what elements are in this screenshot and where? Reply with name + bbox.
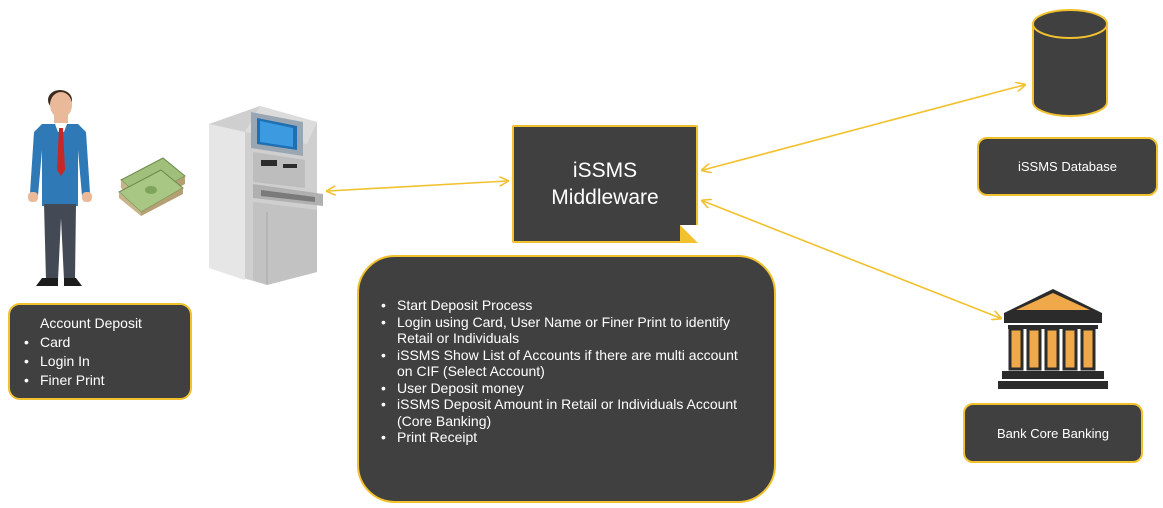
database-icon [1032, 9, 1108, 117]
bank-icon [998, 289, 1108, 389]
atm-icon [209, 106, 323, 285]
database-label-box: iSSMS Database [977, 137, 1158, 196]
middleware-title-line1: iSSMS [572, 159, 638, 182]
account-deposit-box: Account Deposit Card Login In Finer Prin… [8, 303, 192, 400]
bank-label: Bank Core Banking [996, 425, 1109, 441]
list-item: Print Receipt [379, 429, 754, 446]
bank-label-box: Bank Core Banking [963, 403, 1143, 463]
account-deposit-title: Account Deposit [40, 315, 142, 331]
person-icon [28, 90, 92, 286]
list-item: Start Deposit Process [379, 297, 754, 314]
list-item: Login using Card, User Name or Finer Pri… [379, 314, 754, 347]
list-item: iSSMS Show List of Accounts if there are… [379, 347, 754, 380]
process-steps-list: Start Deposit Process Login using Card, … [379, 297, 754, 446]
folded-corner [680, 225, 698, 243]
middleware-box: iSSMS Middleware [512, 125, 698, 243]
cash-icon [118, 157, 186, 216]
middleware-bank-arrow [703, 201, 1000, 318]
list-item: Card [22, 333, 180, 352]
list-item: Login In [22, 352, 180, 371]
list-item: User Deposit money [379, 380, 754, 397]
middleware-database-arrow [703, 85, 1024, 170]
list-item: iSSMS Deposit Amount in Retail or Indivi… [379, 396, 754, 429]
database-label: iSSMS Database [1018, 159, 1117, 174]
account-deposit-list: Card Login In Finer Print [22, 333, 180, 390]
middleware-title-line2: Middleware [551, 186, 659, 209]
atm-middleware-arrow [328, 181, 507, 191]
list-item: Finer Print [22, 371, 180, 390]
process-steps-box: Start Deposit Process Login using Card, … [357, 255, 776, 503]
